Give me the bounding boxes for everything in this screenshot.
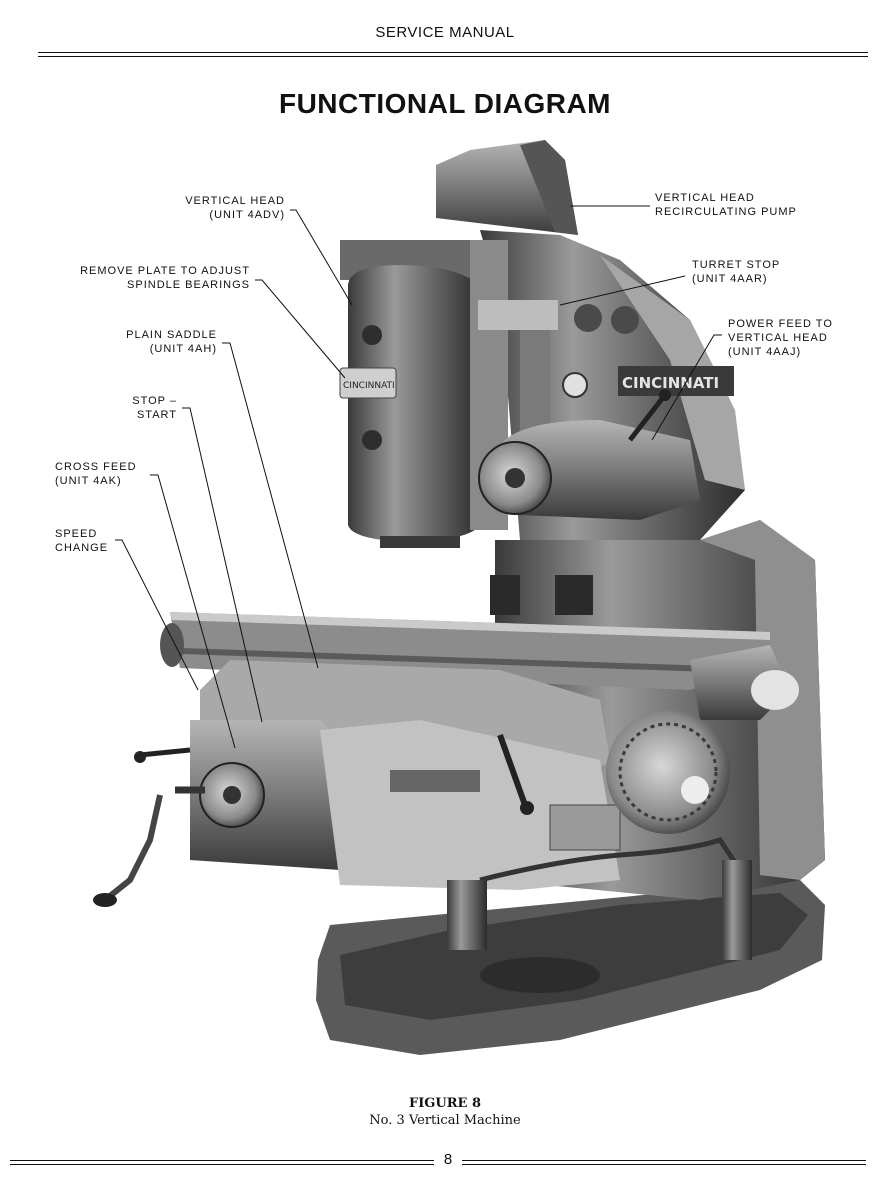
vertical-head: CINCINNATI (339, 240, 588, 548)
callout-vertical-head: VERTICAL HEAD (UNIT 4ADV) (185, 195, 285, 221)
feed-dial (606, 710, 730, 834)
running-header: SERVICE MANUAL (375, 24, 515, 41)
callout-cross-feed: CROSS FEED (UNIT 4AK) (55, 461, 137, 487)
figure-subtitle: No. 3 Vertical Machine (369, 1113, 521, 1128)
column-nameplate: CINCINNATI (622, 374, 719, 392)
recirculating-pump-housing (436, 140, 578, 235)
callout-remove-plate: REMOVE PLATE TO ADJUST SPINDLE BEARINGS (80, 265, 250, 291)
head-nameplate: CINCINNATI (343, 381, 395, 391)
callout-speed-change: SPEED CHANGE (55, 528, 109, 554)
header-rule (38, 52, 868, 57)
page-title: FUNCTIONAL DIAGRAM (278, 88, 611, 119)
callout-recirculating-pump: VERTICAL HEAD RECIRCULATING PUMP (655, 192, 797, 218)
callout-plain-saddle: PLAIN SADDLE (UNIT 4AH) (126, 329, 217, 355)
machine-base (316, 880, 825, 1055)
power-feed-gearbox (478, 389, 700, 520)
figure-number: FIGURE 8 (408, 1096, 482, 1111)
page-number: 8 (443, 1151, 453, 1168)
coolant-tank (722, 860, 752, 960)
callout-stop-start: STOP – START (132, 395, 177, 421)
callout-power-feed: POWER FEED TO VERTICAL HEAD (UNIT 4AAJ) (728, 318, 833, 358)
leader-lines (115, 205, 722, 749)
footer-rule-left (10, 1160, 434, 1165)
footer-rule-right (462, 1160, 866, 1165)
coolant-pipe (479, 837, 743, 883)
figure-caption: FIGURE 8 No. 3 Vertical Machine (0, 1095, 890, 1129)
callout-turret-stop: TURRET STOP (UNIT 4AAR) (692, 259, 781, 285)
knee-screw-housing (447, 880, 487, 950)
cross-feed-handwheel (93, 747, 265, 907)
